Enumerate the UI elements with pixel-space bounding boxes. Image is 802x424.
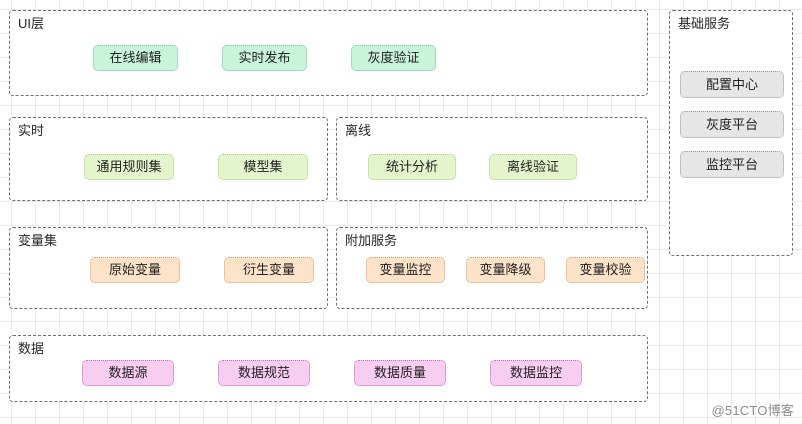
group-items-realtime: 通用规则集 模型集 xyxy=(10,154,327,180)
group-variable-set[interactable]: 变量集 原始变量 衍生变量 xyxy=(9,227,328,309)
node-data-monitor[interactable]: 数据监控 xyxy=(490,360,582,386)
group-title-data: 数据 xyxy=(18,341,45,356)
node-data-source[interactable]: 数据源 xyxy=(82,360,174,386)
node-derived-variable[interactable]: 衍生变量 xyxy=(224,257,314,283)
group-data[interactable]: 数据 数据源 数据规范 数据质量 数据监控 xyxy=(9,335,648,402)
group-title-variable-set: 变量集 xyxy=(18,233,58,248)
group-title-extra-services: 附加服务 xyxy=(345,233,398,248)
group-items-variable-set: 原始变量 衍生变量 xyxy=(10,257,327,283)
group-items-offline: 统计分析 离线验证 xyxy=(337,154,647,180)
node-data-quality[interactable]: 数据质量 xyxy=(354,360,446,386)
node-raw-variable[interactable]: 原始变量 xyxy=(90,257,180,283)
node-variable-degrade[interactable]: 变量降级 xyxy=(466,257,545,283)
group-items-ui-layer: 在线编辑 实时发布 灰度验证 xyxy=(10,45,647,71)
node-realtime-publish[interactable]: 实时发布 xyxy=(222,45,307,71)
watermark: @51CTO博客 xyxy=(711,403,794,418)
node-config-center[interactable]: 配置中心 xyxy=(680,71,784,98)
node-statistical-analysis[interactable]: 统计分析 xyxy=(368,154,456,180)
group-extra-services[interactable]: 附加服务 变量监控 变量降级 变量校验 xyxy=(336,227,648,309)
group-items-extra-services: 变量监控 变量降级 变量校验 xyxy=(337,257,647,283)
group-realtime[interactable]: 实时 通用规则集 模型集 xyxy=(9,117,328,201)
group-ui-layer[interactable]: UI层 在线编辑 实时发布 灰度验证 xyxy=(9,10,648,96)
node-monitor-platform[interactable]: 监控平台 xyxy=(680,151,784,178)
node-variable-monitor[interactable]: 变量监控 xyxy=(366,257,445,283)
group-items-base-services: 配置中心 灰度平台 监控平台 xyxy=(680,71,784,178)
node-offline-verify[interactable]: 离线验证 xyxy=(489,154,577,180)
group-title-base-services: 基础服务 xyxy=(678,16,731,31)
group-base-services[interactable]: 基础服务 配置中心 灰度平台 监控平台 xyxy=(669,10,793,256)
node-model-set[interactable]: 模型集 xyxy=(218,154,308,180)
node-common-ruleset[interactable]: 通用规则集 xyxy=(84,154,174,180)
node-data-spec[interactable]: 数据规范 xyxy=(218,360,310,386)
group-title-offline: 离线 xyxy=(345,123,372,138)
group-offline[interactable]: 离线 统计分析 离线验证 xyxy=(336,117,648,201)
node-online-edit[interactable]: 在线编辑 xyxy=(93,45,178,71)
group-title-realtime: 实时 xyxy=(18,123,45,138)
node-gray-platform[interactable]: 灰度平台 xyxy=(680,111,784,138)
group-title-ui-layer: UI层 xyxy=(18,16,45,31)
group-items-data: 数据源 数据规范 数据质量 数据监控 xyxy=(10,360,647,386)
node-gray-verify[interactable]: 灰度验证 xyxy=(351,45,436,71)
node-variable-validate[interactable]: 变量校验 xyxy=(566,257,645,283)
